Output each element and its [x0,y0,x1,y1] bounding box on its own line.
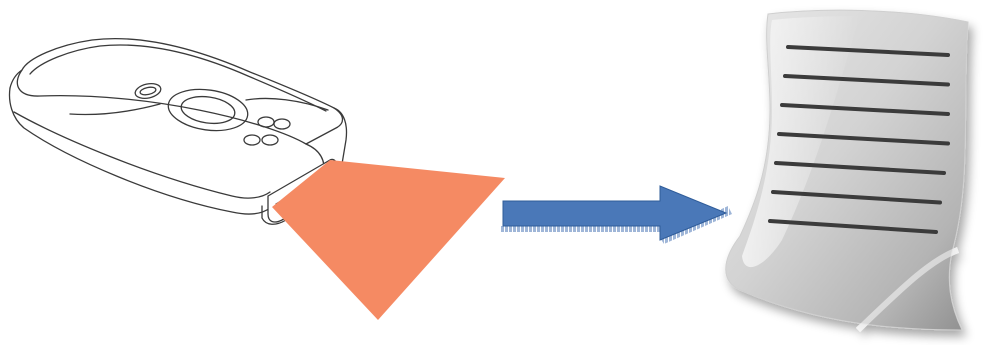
scan-beam-icon [272,160,505,320]
document-icon [726,10,968,330]
right-arrow-icon [500,186,732,244]
